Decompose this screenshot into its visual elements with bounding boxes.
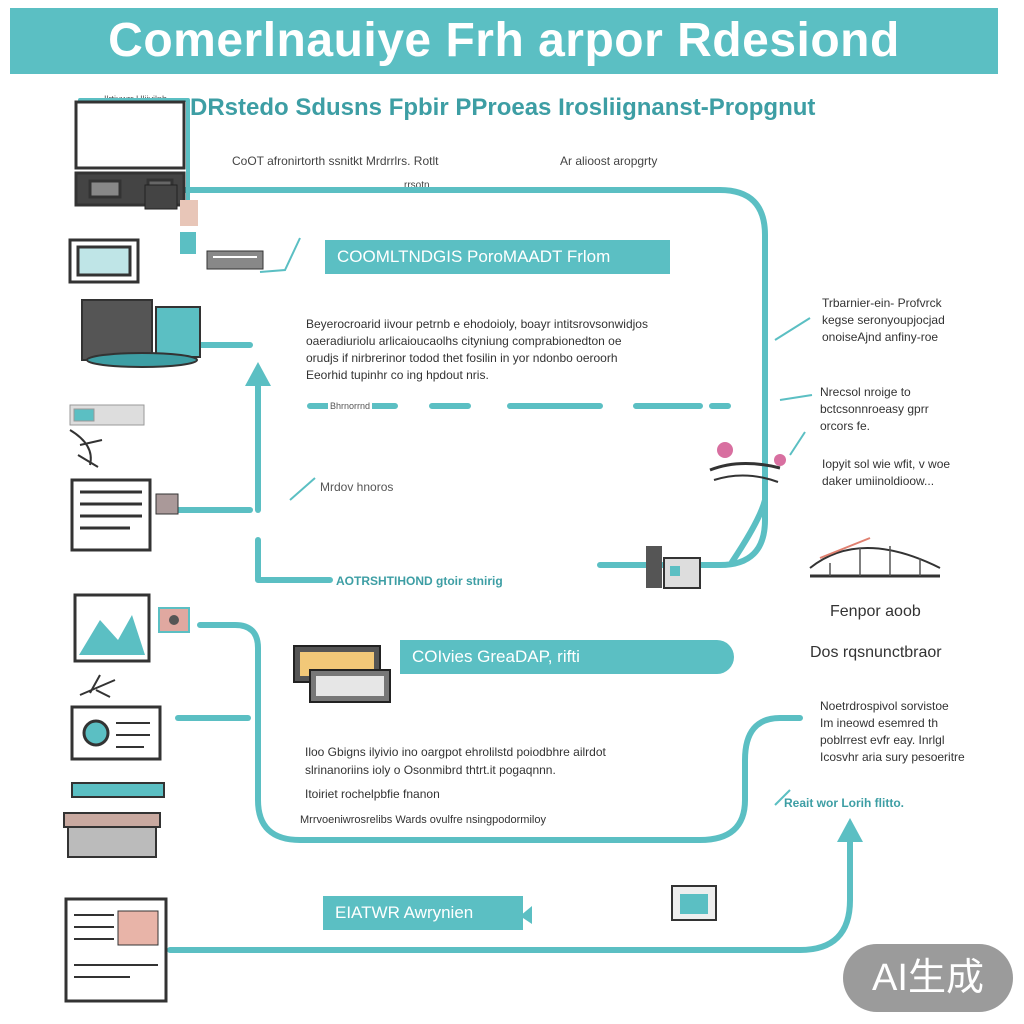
right-label-a: Fenpor aoob bbox=[830, 603, 921, 620]
right-note-line: Im ineowd esemred th bbox=[820, 716, 939, 730]
right-note-line: Icosvhr aria sury pesoeritre bbox=[820, 750, 965, 764]
right-label-b: Dos rqsnunctbraor bbox=[810, 644, 942, 661]
main-paragraph-line: Beyerocroarid iivour petrnb e ehodoioly,… bbox=[306, 317, 648, 331]
right-note-3: Iopyit sol wie wfit, v woe daker umiinol… bbox=[822, 456, 950, 490]
right-note-line: Iopyit sol wie wfit, v woe bbox=[822, 457, 951, 471]
round-badge-icon bbox=[158, 607, 190, 633]
right-note-line: onoiseAjnd anfiny-roe bbox=[822, 330, 939, 344]
right-label-c: Reait wor Lorih flitto. bbox=[784, 796, 904, 810]
landscape-monitor-icon bbox=[73, 593, 151, 663]
section-bar-3: EIATWR Awrynien bbox=[323, 896, 523, 930]
main-paragraph-line: orudjs if nirbrerinor todod thet fosilin… bbox=[306, 351, 618, 365]
right-note-2: Nrecsol nroige to bctcsonnroeasy gprr or… bbox=[820, 384, 929, 435]
printer-icon bbox=[63, 782, 165, 858]
right-note-line: poblrrest evfr eay. Inrlgl bbox=[820, 733, 945, 747]
lower-paragraph-line-1: Iloo Gbigns ilyivio ino oargpot ehrolils… bbox=[305, 745, 606, 759]
text-document-icon bbox=[70, 478, 179, 552]
map-pin-icon bbox=[709, 442, 786, 483]
title-banner: Comerlnauiye Frh arpor Rdesiond bbox=[10, 8, 998, 74]
top-note-b: Ar alioost aropgrty bbox=[560, 154, 658, 168]
page-title: Comerlnauiye Frh arpor Rdesiond bbox=[108, 14, 900, 67]
document-strip-icon bbox=[69, 404, 145, 426]
arrowhead-up-left bbox=[245, 362, 271, 386]
right-note-line: Noetrdrospivol sorvistoe bbox=[820, 699, 949, 713]
bridge-sketch-icon bbox=[809, 537, 941, 578]
section-bar-1: COOMLTNDGIS PoroMAADT Frlom bbox=[325, 240, 670, 274]
loop-label: AOTRSHTIHOND gtoir stnirig bbox=[336, 574, 503, 588]
right-note-line: Trbarnier-ein- Profvrck bbox=[822, 296, 942, 310]
bird-sketch-icon bbox=[79, 674, 116, 698]
top-note-a: CoOT afronirtorth ssnitkt Mrdrrlrs. Rotl… bbox=[232, 154, 439, 168]
dashed-line-label: Bhrnorrnd bbox=[328, 401, 373, 411]
plant-sketch-icon bbox=[69, 429, 103, 468]
main-paragraph-line: oaeradiuriolu arlicaioucaolhs cityniung … bbox=[306, 334, 622, 348]
right-note-4: Noetrdrospivol sorvistoe Im ineowd esemr… bbox=[820, 698, 965, 766]
ai-generated-badge: AI生成 bbox=[843, 944, 1013, 1012]
factory-icon bbox=[646, 546, 701, 589]
lower-paragraph-line-2: slrinanoriins ioly o Osonmibrd thtrt.it … bbox=[305, 763, 556, 777]
tablet-devices-icon bbox=[293, 645, 391, 703]
subtitle: DRstedo Sdusns Fpbir PProeas Irosliignan… bbox=[190, 94, 816, 121]
top-note-a2: rrsotn bbox=[404, 180, 430, 191]
lower-paragraph-line-4: Mrrvoeniwrosrelibs Wards ovulfre nsingpo… bbox=[300, 814, 546, 826]
main-paragraph: Beyerocroarid iivour petrnb e ehodoioly,… bbox=[306, 316, 648, 384]
right-note-line: orcors fe. bbox=[820, 419, 871, 433]
section-bar-2: COIvies GreaDAP, rifti bbox=[400, 640, 734, 674]
keyboard-icon bbox=[206, 250, 264, 270]
lower-paragraph-line-3: Itoiriet rochelpbfie fnanon bbox=[305, 787, 440, 801]
profile-card-icon bbox=[70, 705, 162, 761]
mid-label: Mrdov hnoros bbox=[320, 480, 394, 494]
arrowhead-up-right bbox=[837, 818, 863, 842]
camera-icon bbox=[144, 184, 198, 254]
server-icon bbox=[81, 299, 201, 368]
loop-path-top bbox=[179, 187, 768, 568]
right-note-line: bctcsonnroeasy gprr bbox=[820, 402, 929, 416]
right-note-line: kegse seronyoupjocjad bbox=[822, 313, 945, 327]
right-note-line: Nrecsol nroige to bbox=[820, 385, 911, 399]
right-note-1: Trbarnier-ein- Profvrck kegse seronyoupj… bbox=[822, 295, 945, 346]
loop-path-lower bbox=[197, 622, 803, 843]
main-paragraph-line: Eeorhid tupinhr co ing hpdout nris. bbox=[306, 368, 489, 382]
right-note-line: daker umiinoldioow... bbox=[822, 474, 935, 488]
bottom-arrow-line bbox=[167, 832, 853, 953]
report-document-icon bbox=[64, 897, 168, 1003]
delivery-box-icon bbox=[671, 885, 717, 921]
laptop-icon bbox=[68, 238, 140, 284]
